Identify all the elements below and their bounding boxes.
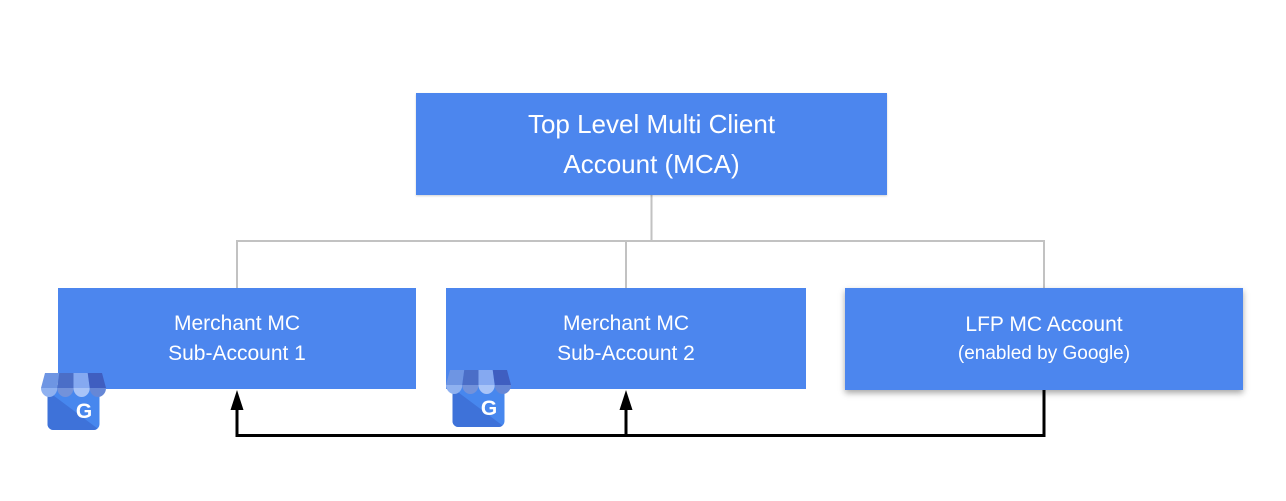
node-label-line: Sub-Account 1 [168,341,306,365]
node-label-line: Top Level Multi Client [527,109,776,139]
google-my-business-icon [445,366,512,428]
feed-arrowhead-sub1 [230,390,244,410]
node-label-line: Merchant MC [562,311,690,335]
node-lfp-mc-account: LFP MC Account (enabled by Google) [845,288,1243,390]
tree-connector-horizontal [236,240,1045,288]
google-my-business-icon [40,369,107,431]
feed-arrowhead-sub2 [619,390,633,410]
node-top-level-mca: Top Level Multi Client Account (MCA) [416,93,887,195]
node-label-line: (enabled by Google) [957,343,1131,364]
node-label-line: Account (MCA) [563,149,740,179]
node-merchant-sub-account-1: Merchant MC Sub-Account 1 [58,288,416,389]
feed-arrow-trunk [235,390,1046,437]
node-label-line: LFP MC Account [965,313,1123,336]
node-label-line: Sub-Account 2 [557,341,695,365]
node-label-line: Merchant MC [173,311,301,335]
